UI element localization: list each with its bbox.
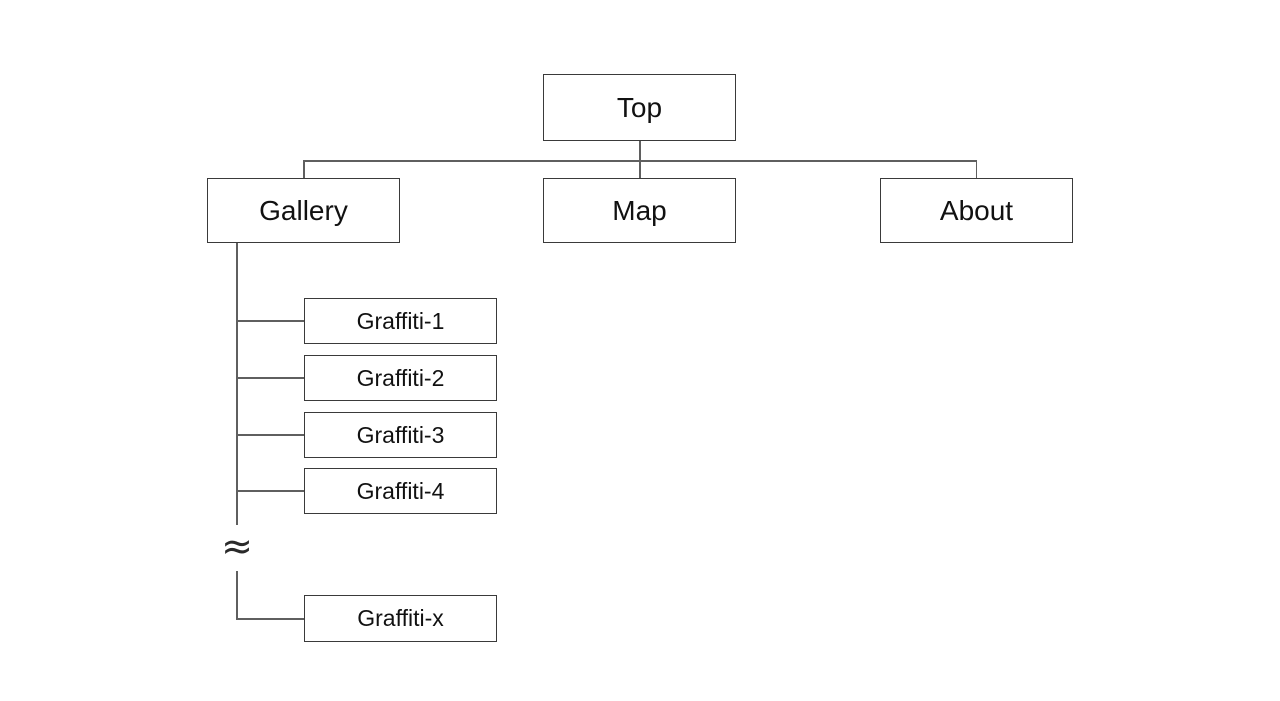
node-map-label: Map [612, 194, 667, 226]
node-graffiti-x: Graffiti-x [304, 595, 497, 642]
connector-branch-graffiti-2 [236, 377, 304, 379]
node-graffiti-1-label: Graffiti-1 [356, 307, 445, 334]
node-top-label: Top [616, 91, 663, 123]
connector-gallery-trunk-upper [236, 243, 238, 525]
node-graffiti-x-label: Graffiti-x [357, 605, 444, 631]
node-graffiti-4-label: Graffiti-4 [356, 477, 445, 504]
node-about: About [880, 178, 1073, 243]
trunk-break-approx-icon: ≈ [221, 524, 253, 568]
node-graffiti-1: Graffiti-1 [304, 298, 497, 344]
connector-branch-graffiti-4 [236, 490, 304, 492]
connector-top-stem [639, 141, 641, 178]
node-gallery: Gallery [207, 178, 400, 243]
connector-main-horizontal [303, 160, 977, 162]
connector-gallery-trunk-lower [236, 571, 238, 619]
node-graffiti-3: Graffiti-3 [304, 412, 497, 458]
node-gallery-label: Gallery [259, 194, 348, 226]
connector-branch-graffiti-1 [236, 320, 304, 322]
connector-drop-about [975, 160, 977, 178]
node-graffiti-2-label: Graffiti-2 [356, 364, 445, 391]
connector-branch-graffiti-x [236, 618, 304, 620]
connector-branch-graffiti-3 [236, 434, 304, 436]
node-top: Top [543, 74, 736, 141]
node-map: Map [543, 178, 736, 243]
node-graffiti-2: Graffiti-2 [304, 355, 497, 401]
node-graffiti-3-label: Graffiti-3 [356, 421, 445, 448]
connector-drop-gallery [303, 160, 305, 178]
node-graffiti-4: Graffiti-4 [304, 468, 497, 514]
node-about-label: About [939, 194, 1014, 226]
